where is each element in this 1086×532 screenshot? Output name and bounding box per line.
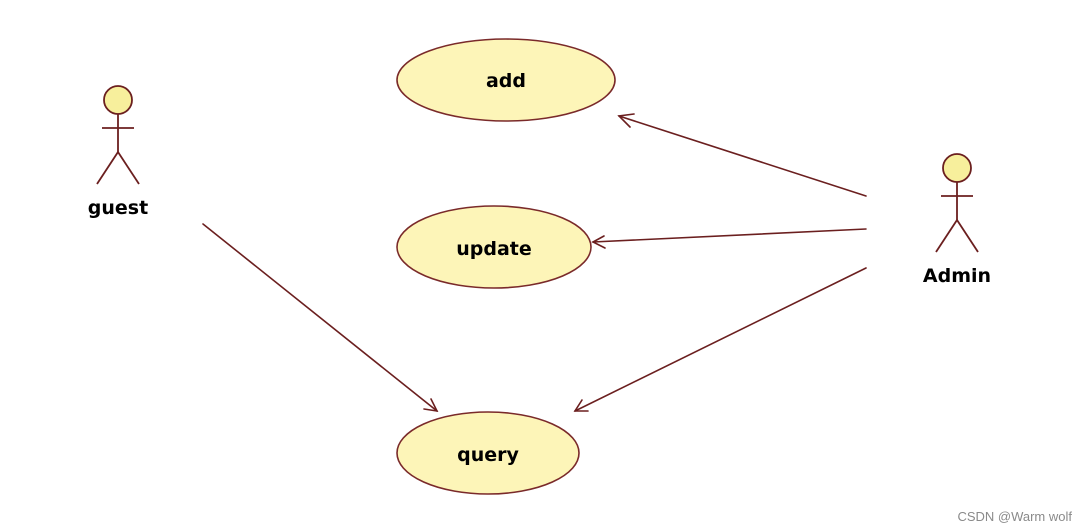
- stick-figure-icon: [96, 85, 140, 185]
- association-admin-update: [591, 228, 867, 249]
- use-case-query-label: query: [457, 444, 519, 466]
- association-admin-query: [573, 267, 867, 412]
- use-case-query-ellipse: [396, 411, 580, 495]
- use-case-update[interactable]: update: [396, 205, 592, 289]
- use-case-query[interactable]: query: [396, 411, 580, 495]
- association-guest-query: [202, 223, 439, 413]
- use-case-add-ellipse: [396, 38, 616, 122]
- actor-guest[interactable]: guest: [88, 85, 148, 219]
- actor-admin-label: Admin: [923, 265, 991, 287]
- actor-admin[interactable]: Admin: [923, 153, 991, 287]
- use-case-add[interactable]: add: [396, 38, 616, 122]
- association-admin-add: [617, 113, 867, 197]
- actor-guest-label: guest: [88, 197, 148, 219]
- use-case-update-label: update: [456, 238, 532, 260]
- watermark-text: CSDN @Warm wolf: [957, 509, 1072, 524]
- stick-figure-icon: [935, 153, 979, 253]
- use-case-update-ellipse: [396, 205, 592, 289]
- use-case-add-label: add: [486, 70, 526, 92]
